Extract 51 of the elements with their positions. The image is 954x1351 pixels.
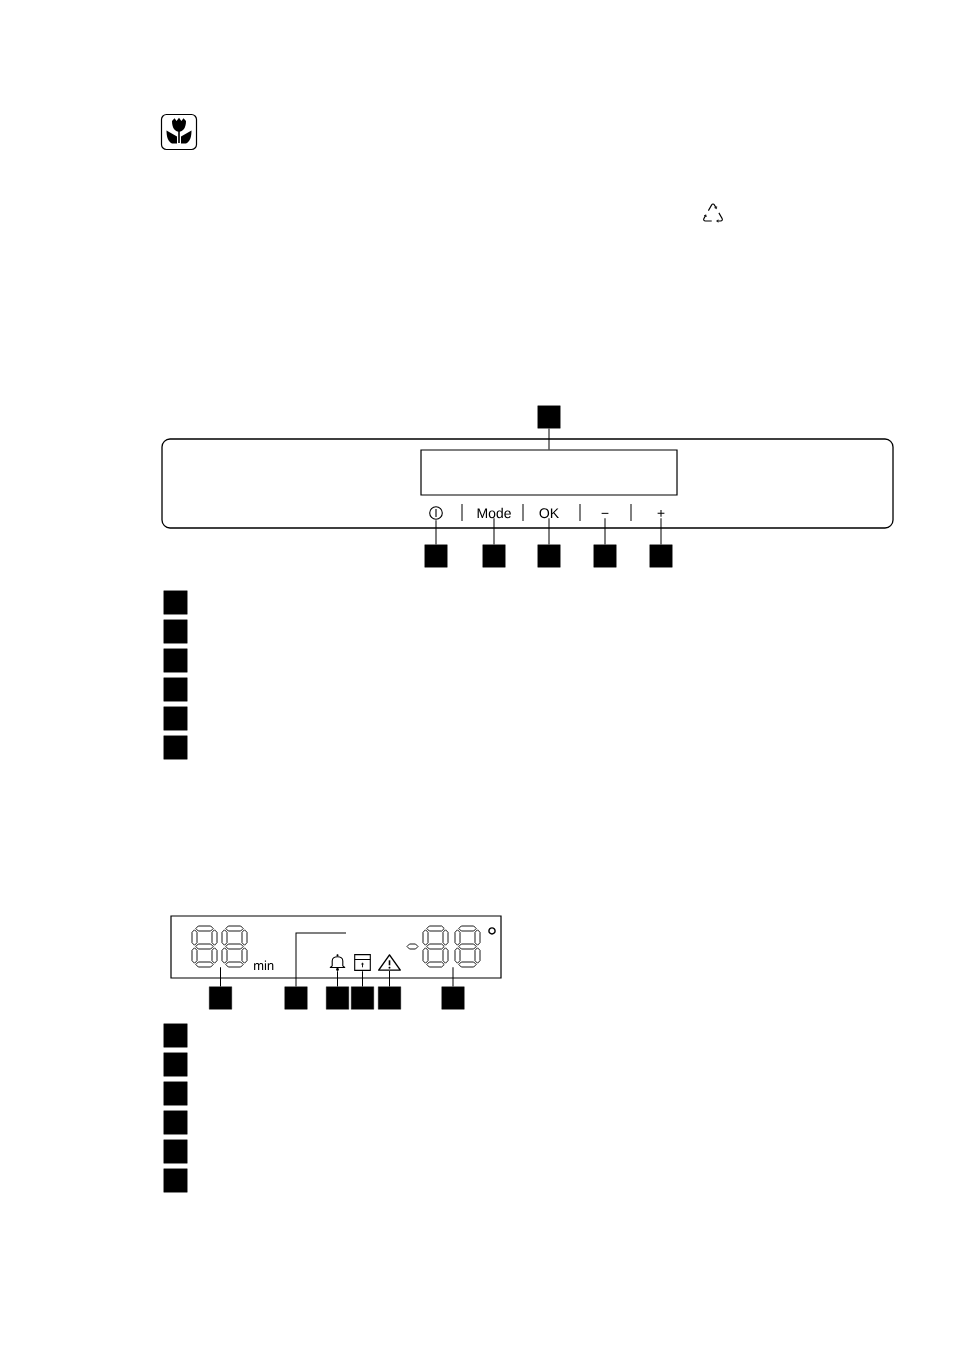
leader-line (337, 970, 338, 988)
callout-marker (163, 677, 188, 702)
callout-marker (649, 544, 673, 568)
leader-line (295, 932, 347, 988)
callout-marker (284, 986, 308, 1010)
leader-line (493, 517, 495, 546)
unit-label: min (254, 960, 274, 970)
leader-line (452, 966, 454, 988)
callout-marker (163, 706, 188, 731)
callout-marker (163, 735, 188, 760)
callout-marker (163, 648, 188, 673)
warning-icon (378, 954, 401, 971)
leader-line (220, 966, 221, 988)
compartment-icon (354, 954, 371, 971)
callout-marker (163, 1168, 188, 1193)
button-label: − (601, 512, 609, 514)
callout-marker (163, 1139, 188, 1164)
callout-marker (537, 544, 561, 568)
power-icon (429, 506, 443, 520)
bell-icon (329, 954, 346, 971)
callout-marker (163, 1023, 188, 1048)
button-label: Mode (477, 507, 511, 519)
callout-marker (482, 544, 506, 568)
lcd-display (170, 915, 502, 979)
leader-line (548, 517, 550, 546)
callout-marker (163, 619, 188, 644)
callout-marker (209, 986, 232, 1010)
callout-marker (163, 590, 188, 615)
callout-marker (163, 1081, 188, 1106)
button-label: OK (539, 508, 559, 519)
callout-marker (326, 986, 349, 1010)
callout-marker (424, 544, 448, 568)
degree-sign: ° (488, 927, 496, 935)
leader-line (435, 519, 437, 546)
leader-line (548, 427, 550, 450)
digit-readout (406, 925, 481, 968)
leader-line (389, 970, 390, 988)
callout-marker (537, 405, 561, 429)
callout-marker (163, 1110, 188, 1135)
display-window (420, 449, 678, 496)
control-panel (161, 438, 894, 529)
digit-readout (191, 925, 248, 968)
callout-marker (593, 544, 617, 568)
leader-line (604, 517, 606, 546)
callout-marker (163, 1052, 188, 1077)
leader-line (362, 970, 363, 988)
callout-marker (441, 986, 465, 1010)
callout-marker (378, 986, 401, 1010)
callout-marker (351, 986, 374, 1010)
leader-line (660, 517, 662, 546)
button-label: + (657, 509, 665, 517)
